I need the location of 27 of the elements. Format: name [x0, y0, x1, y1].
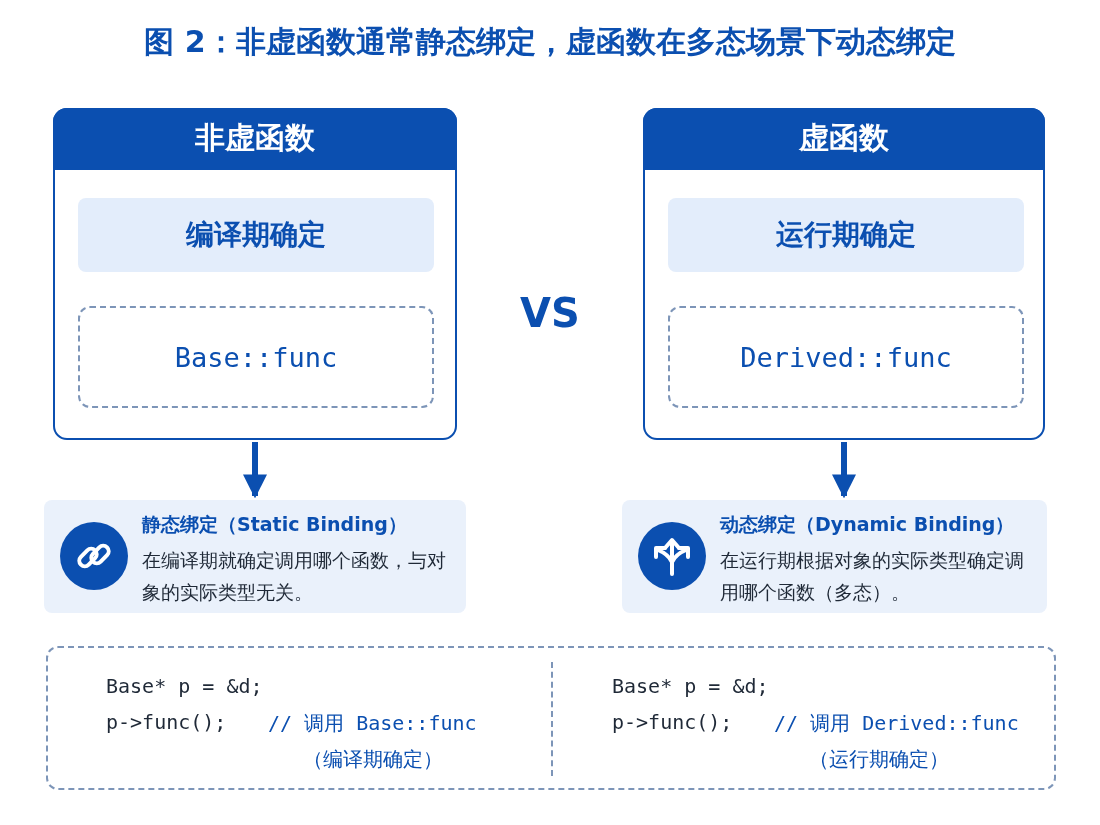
note-text: （编译期确定）	[303, 746, 443, 773]
card-text: 在运行期根据对象的实际类型确定调用哪个函数（多态）。	[720, 548, 1025, 605]
code-comment: // 调用 Derived::func	[774, 710, 1019, 737]
panel-header: 虚函数	[642, 107, 1045, 170]
code-line: Base* p = &d;	[106, 674, 263, 698]
panel-header: 非虚函数	[52, 107, 457, 170]
code-box: Derived::func	[668, 306, 1024, 408]
arrow	[832, 442, 856, 499]
card-heading: 动态绑定（Dynamic Binding）	[720, 512, 1016, 537]
diagram-title: 图 2：非虚函数通常静态绑定，虚函数在多态场景下动态绑定	[144, 23, 956, 61]
code-comment: // 调用 Base::func	[268, 710, 477, 737]
arrow	[243, 442, 267, 499]
label-box: 编译期确定	[78, 198, 434, 272]
code-panel	[46, 646, 1056, 790]
note-text: （运行期确定）	[809, 746, 949, 773]
binding-card	[622, 500, 1047, 613]
card-text: 在编译期就确定调用哪个函数，与对象的实际类型无关。	[142, 548, 447, 605]
panel-card	[643, 108, 1045, 440]
code-box: Base::func	[78, 306, 434, 408]
code-line: p->func();	[106, 710, 227, 734]
code-line: Base* p = &d;	[612, 674, 769, 698]
vs-label: VS	[520, 290, 580, 336]
code-line: p->func();	[612, 710, 733, 734]
label-box: 运行期确定	[668, 198, 1024, 272]
binding-card	[44, 500, 466, 613]
panel-card	[53, 108, 457, 440]
card-heading: 静态绑定（Static Binding）	[142, 512, 408, 537]
